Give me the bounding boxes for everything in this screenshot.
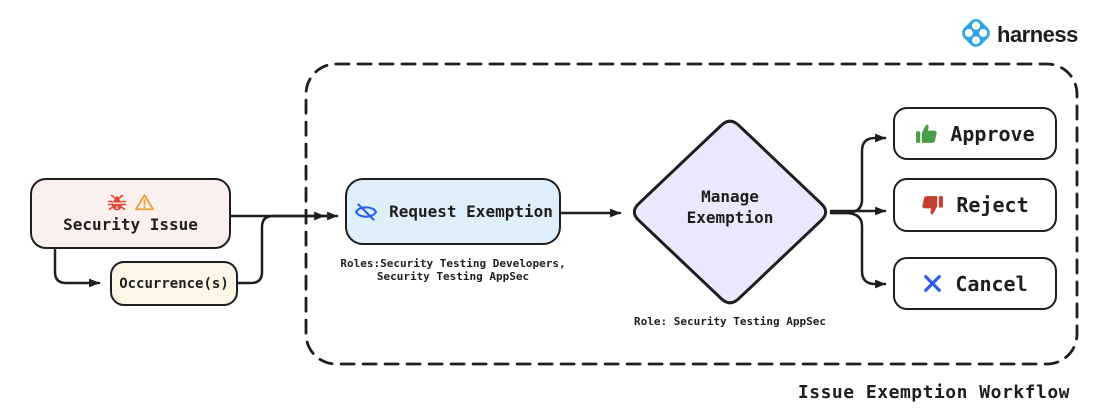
workflow-container-border xyxy=(304,62,1079,366)
node-occurrences: Occurrence(s) xyxy=(110,261,238,306)
bug-icon xyxy=(107,194,127,212)
manage-exemption-label: Manage Exemption xyxy=(655,186,805,228)
node-cancel: Cancel xyxy=(893,257,1057,310)
manage-exemption-diamond xyxy=(632,119,828,305)
arrow-manage-to-approve xyxy=(829,133,887,215)
manage-exemption-line-1: Manage xyxy=(701,187,759,206)
reject-label: Reject xyxy=(956,193,1029,217)
security-issue-icons xyxy=(107,193,155,212)
request-exemption-roles-note: Roles:Security Testing Developers, Secur… xyxy=(333,257,573,283)
manage-exemption-role-note: Role: Security Testing AppSec xyxy=(633,315,827,328)
roles-line-2: Security Testing AppSec xyxy=(376,270,530,283)
harness-logo-icon xyxy=(957,14,995,56)
node-request-exemption: Request Exemption xyxy=(345,178,561,245)
roles-line-1: Roles:Security Testing Developers, xyxy=(340,257,566,270)
arrow-security-to-occurrence xyxy=(53,248,101,288)
harness-logo: harness xyxy=(957,14,1078,56)
approve-label: Approve xyxy=(950,121,1035,146)
request-exemption-label: Request Exemption xyxy=(389,202,553,221)
security-issue-label: Security Issue xyxy=(63,215,198,234)
warning-icon xyxy=(134,193,155,212)
thumbs-up-icon xyxy=(915,123,938,144)
x-icon xyxy=(922,273,943,294)
harness-wordmark: harness xyxy=(997,22,1078,47)
manage-exemption-line-2: Exemption xyxy=(686,208,774,227)
arrow-occurrence-to-request xyxy=(236,211,326,285)
occurrences-label: Occurrence(s) xyxy=(119,275,229,292)
workflow-container-label: Issue Exemption Workflow xyxy=(797,382,1070,403)
eye-off-icon xyxy=(353,200,379,224)
node-reject: Reject xyxy=(893,178,1057,232)
arrow-manage-to-cancel xyxy=(829,211,887,289)
cancel-label: Cancel xyxy=(955,271,1028,296)
thumbs-down-icon xyxy=(921,195,944,216)
node-security-issue: Security Issue xyxy=(30,178,231,249)
node-approve: Approve xyxy=(893,107,1057,160)
